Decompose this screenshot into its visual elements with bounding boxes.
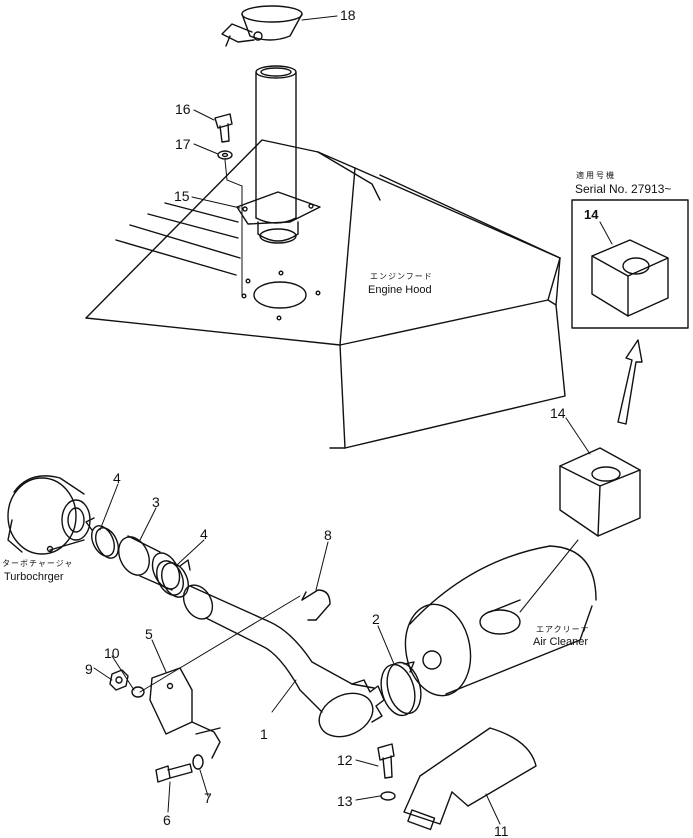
callout-10: 10	[104, 645, 120, 661]
callout-1: 1	[260, 726, 268, 742]
callout-17: 17	[175, 136, 191, 152]
leader-lines	[93, 15, 613, 825]
bracket-11-drawing	[403, 727, 537, 831]
callout-4-left: 4	[113, 470, 121, 486]
washer-7-drawing	[192, 754, 204, 770]
callout-11: 11	[494, 823, 509, 838]
callout-18: 18	[340, 7, 356, 23]
washer-17-drawing	[217, 150, 233, 160]
intake-pipe-drawing	[182, 584, 385, 738]
nut-9-drawing	[109, 669, 129, 691]
bolt-12-drawing	[377, 743, 395, 779]
air-cleaner-label: Air Cleaner	[533, 636, 589, 648]
callout-6: 6	[163, 812, 171, 828]
block-14-drawing	[559, 447, 641, 537]
clamp-4-right-drawing	[156, 559, 191, 598]
callout-5: 5	[145, 626, 153, 642]
u-bolt-8-drawing	[301, 589, 331, 621]
bolt-16-drawing	[214, 113, 233, 143]
clamp-4-left-drawing	[85, 517, 120, 559]
engine-hood-label: Engine Hood	[368, 284, 432, 296]
callout-8: 8	[324, 527, 332, 543]
air-cleaner-jp-label: エアクリーナ	[536, 625, 590, 634]
rain-cap-drawing	[221, 5, 303, 47]
serial-number-label: Serial No. 27913~	[575, 182, 672, 196]
callout-2: 2	[372, 611, 380, 627]
callout-12: 12	[337, 752, 353, 768]
engine-hood-jp-label: エンジンフード	[370, 272, 433, 281]
washer-10-drawing	[131, 686, 145, 698]
clamp-2-drawing	[380, 661, 422, 717]
callout-3: 3	[152, 494, 160, 510]
washer-13-drawing	[380, 791, 396, 801]
callout-16: 16	[175, 101, 191, 117]
turbocharger-label: Turbochrger	[4, 571, 64, 583]
bracket-5-drawing	[149, 667, 221, 759]
callout-15: 15	[174, 188, 190, 204]
serial-jp-label: 適用号機	[576, 171, 616, 180]
callout-13: 13	[337, 793, 353, 809]
air-cleaner-drawing	[404, 545, 597, 697]
turbocharger-drawing	[7, 475, 91, 555]
engine-hood-drawing	[85, 139, 566, 449]
callout-7: 7	[204, 790, 212, 806]
serial-inset-box	[571, 199, 689, 329]
bolt-6-drawing	[155, 763, 193, 783]
exhaust-pipe-drawing	[236, 65, 321, 244]
callout-9: 9	[85, 661, 93, 677]
callout-14: 14	[550, 405, 566, 421]
callout-4-right: 4	[200, 526, 208, 542]
hose-3-drawing	[118, 535, 181, 591]
turbocharger-jp-label: ターボチャージャ	[2, 559, 74, 568]
upgrade-arrow	[617, 339, 643, 425]
inset-part-number: 14	[584, 207, 599, 222]
